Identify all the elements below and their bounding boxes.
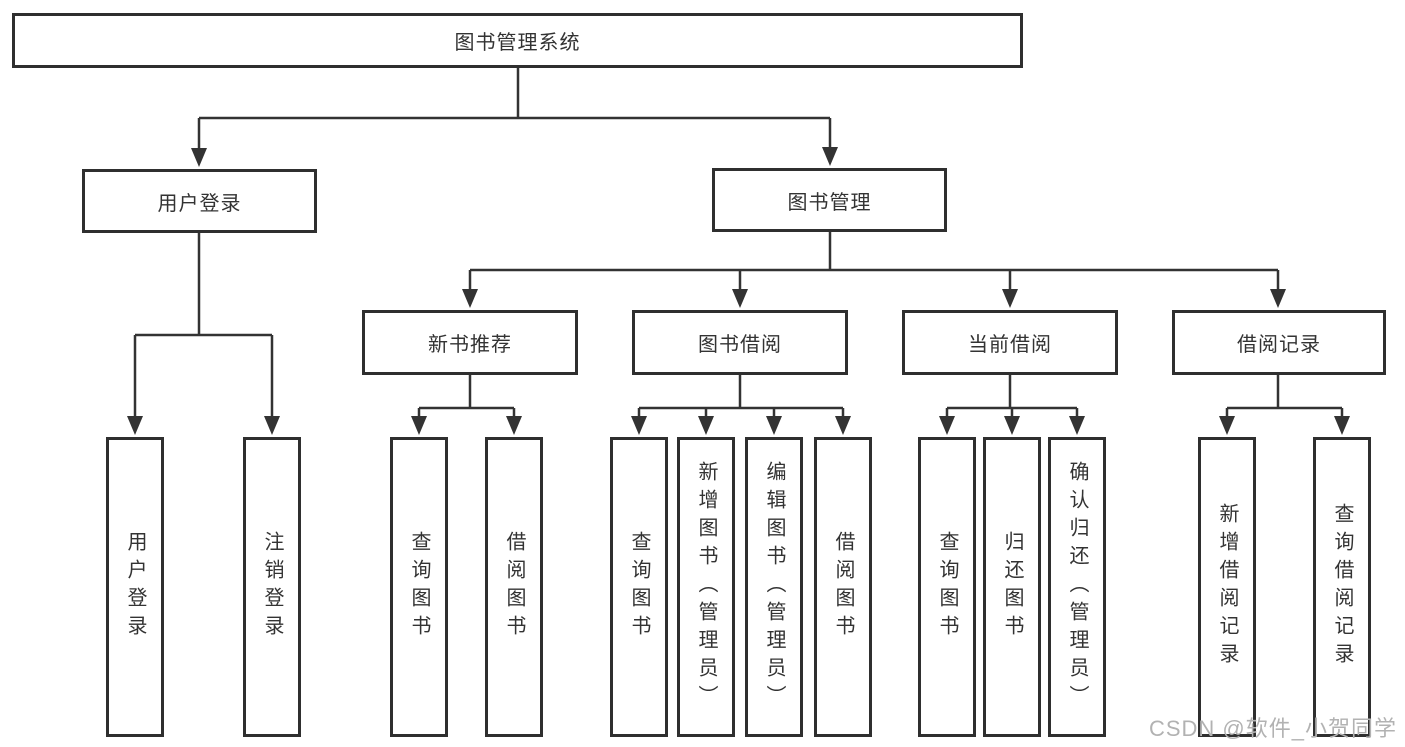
connector-newbook-branch	[417, 375, 516, 418]
node-user-login: 用户登录	[82, 169, 317, 233]
node-leaf-cb-query-books: 查询图书	[918, 437, 976, 737]
connector-userlogin-branch	[133, 233, 274, 418]
node-leaf-logout: 注销登录	[243, 437, 301, 737]
csdn-watermark: CSDN @软件_小贺同学	[1148, 716, 1397, 741]
node-leaf-user-login: 用户登录	[106, 437, 164, 737]
connector-borrowing-branch	[637, 375, 845, 418]
arrowheads	[127, 147, 1350, 435]
node-leaf-cb-confirm-return-admin: 确认归还（管理员）	[1048, 437, 1106, 737]
node-leaf-bb-query-books: 查询图书	[610, 437, 668, 737]
node-current-borrowing: 当前借阅	[902, 310, 1118, 375]
node-book-management: 图书管理	[712, 168, 947, 232]
node-library-management-system: 图书管理系统	[12, 13, 1023, 68]
node-leaf-nb-borrow-books: 借阅图书	[485, 437, 543, 737]
node-borrowing-records: 借阅记录	[1172, 310, 1386, 375]
node-leaf-br-add-record: 新增借阅记录	[1198, 437, 1256, 737]
node-leaf-br-query-record: 查询借阅记录	[1313, 437, 1371, 737]
node-leaf-cb-return-books: 归还图书	[983, 437, 1041, 737]
node-leaf-bb-add-books-admin: 新增图书（管理员）	[677, 437, 735, 737]
connector-current-branch	[945, 375, 1079, 418]
connector-bookmgmt-branch	[468, 232, 1280, 292]
node-new-book-recommend: 新书推荐	[362, 310, 578, 375]
node-leaf-bb-borrow-books: 借阅图书	[814, 437, 872, 737]
connector-records-branch	[1225, 375, 1344, 418]
node-book-borrowing: 图书借阅	[632, 310, 848, 375]
connector-root-to-level2	[197, 68, 832, 150]
node-leaf-nb-query-books: 查询图书	[390, 437, 448, 737]
node-leaf-bb-edit-books-admin: 编辑图书（管理员）	[745, 437, 803, 737]
